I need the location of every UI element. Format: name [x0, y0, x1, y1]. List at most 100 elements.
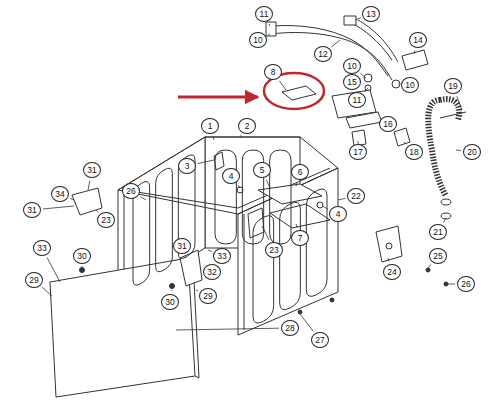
callout-number: 10 — [343, 58, 361, 74]
leader-line — [355, 18, 361, 20]
callout-number: 29 — [199, 288, 217, 304]
leader-line — [300, 314, 313, 331]
leader-line — [448, 284, 455, 285]
leader-line — [198, 160, 214, 164]
leader-line — [140, 197, 146, 200]
leader-line — [364, 88, 368, 92]
leader-line — [208, 250, 212, 252]
leader-line — [414, 51, 416, 54]
leader-line — [43, 206, 74, 209]
leader-line — [238, 185, 240, 188]
panel-recess — [253, 216, 274, 323]
callout-number: 8 — [264, 64, 282, 80]
shield-plate — [282, 86, 316, 100]
hose-bracket — [402, 50, 428, 70]
callout-number: 6 — [291, 164, 309, 180]
leader-line — [269, 24, 270, 26]
leader-line — [404, 142, 406, 144]
callout-number: 31 — [23, 202, 41, 218]
callout-number: 12 — [314, 46, 332, 62]
leader-line — [262, 226, 269, 240]
leader-line — [70, 198, 74, 200]
callout-number: 23 — [97, 212, 115, 228]
callout-number: 34 — [51, 186, 69, 202]
corner-bracket — [180, 250, 202, 286]
leader-line — [296, 183, 298, 186]
leader-line — [171, 290, 172, 291]
panel-recess — [156, 168, 173, 272]
callout-number: 10 — [249, 32, 267, 48]
callout-number: 10 — [401, 77, 419, 93]
callout-number: 26 — [457, 276, 475, 292]
panel-recess — [280, 202, 301, 309]
leader-line — [322, 206, 328, 209]
callout-number: 26 — [122, 183, 140, 199]
callout-number: 3 — [178, 158, 196, 174]
callout-number: 15 — [343, 74, 361, 90]
callout-number: 4 — [329, 206, 347, 222]
callout-number: 33 — [33, 240, 51, 256]
callout-number: 2 — [238, 118, 256, 134]
callout-number: 27 — [311, 332, 329, 348]
panel-recess — [270, 150, 291, 244]
leader-line — [42, 287, 52, 296]
leader-line — [279, 81, 286, 90]
leader-line — [268, 34, 270, 35]
callout-number: 11 — [348, 92, 366, 108]
callout-number: 4 — [222, 168, 240, 184]
callout-number: 7 — [291, 230, 309, 246]
leader-line — [185, 256, 187, 258]
callout-number: 32 — [203, 264, 221, 280]
callout-number: 31 — [173, 238, 191, 254]
leader-line — [456, 150, 461, 152]
leader-line — [201, 267, 202, 268]
callout-number: 5 — [253, 162, 271, 178]
leader-line — [176, 328, 279, 330]
callout-number: 25 — [429, 248, 447, 264]
callout-number: 29 — [25, 272, 43, 288]
leader-line — [338, 198, 345, 200]
leader-line — [96, 210, 98, 212]
highlight-arrow — [178, 96, 258, 99]
leader-line — [331, 40, 340, 47]
top-frame — [118, 137, 338, 214]
callout-number: 17 — [349, 144, 367, 160]
callout-number: 16 — [379, 116, 397, 132]
callout-number: 1 — [201, 118, 219, 134]
leader-line — [88, 181, 90, 190]
leader-line — [457, 96, 462, 110]
leader-line — [398, 84, 399, 85]
leader-line — [428, 264, 431, 268]
callout-number: 20 — [463, 144, 481, 160]
callout-number: 33 — [213, 248, 231, 264]
leader-line — [266, 180, 270, 188]
callout-number: 11 — [255, 6, 273, 22]
panel-recess — [215, 150, 236, 244]
leader-line — [296, 224, 298, 227]
fill-hose — [272, 26, 388, 76]
leader-line — [443, 218, 446, 222]
right-side-panel — [238, 168, 338, 335]
leader-line — [378, 118, 380, 119]
callout-number: 30 — [161, 294, 179, 310]
callout-number: 24 — [383, 264, 401, 280]
callout-number: 23 — [265, 242, 283, 258]
leader-line — [360, 73, 366, 78]
callout-number: 28 — [281, 320, 299, 336]
fill-hose — [350, 22, 392, 60]
leader-line — [213, 137, 215, 140]
leader-line — [47, 258, 60, 282]
corner-bracket — [72, 188, 102, 215]
callout-number: 14 — [409, 32, 427, 48]
leveling-bracket — [376, 226, 402, 262]
callout-number: 22 — [347, 188, 365, 204]
callout-number: 21 — [429, 224, 447, 240]
callout-number: 19 — [444, 78, 462, 94]
leader-line — [240, 135, 241, 137]
callout-number: 18 — [405, 144, 423, 160]
callout-number: 13 — [362, 6, 380, 22]
callout-number: 30 — [73, 248, 91, 264]
leader-line — [82, 266, 83, 267]
